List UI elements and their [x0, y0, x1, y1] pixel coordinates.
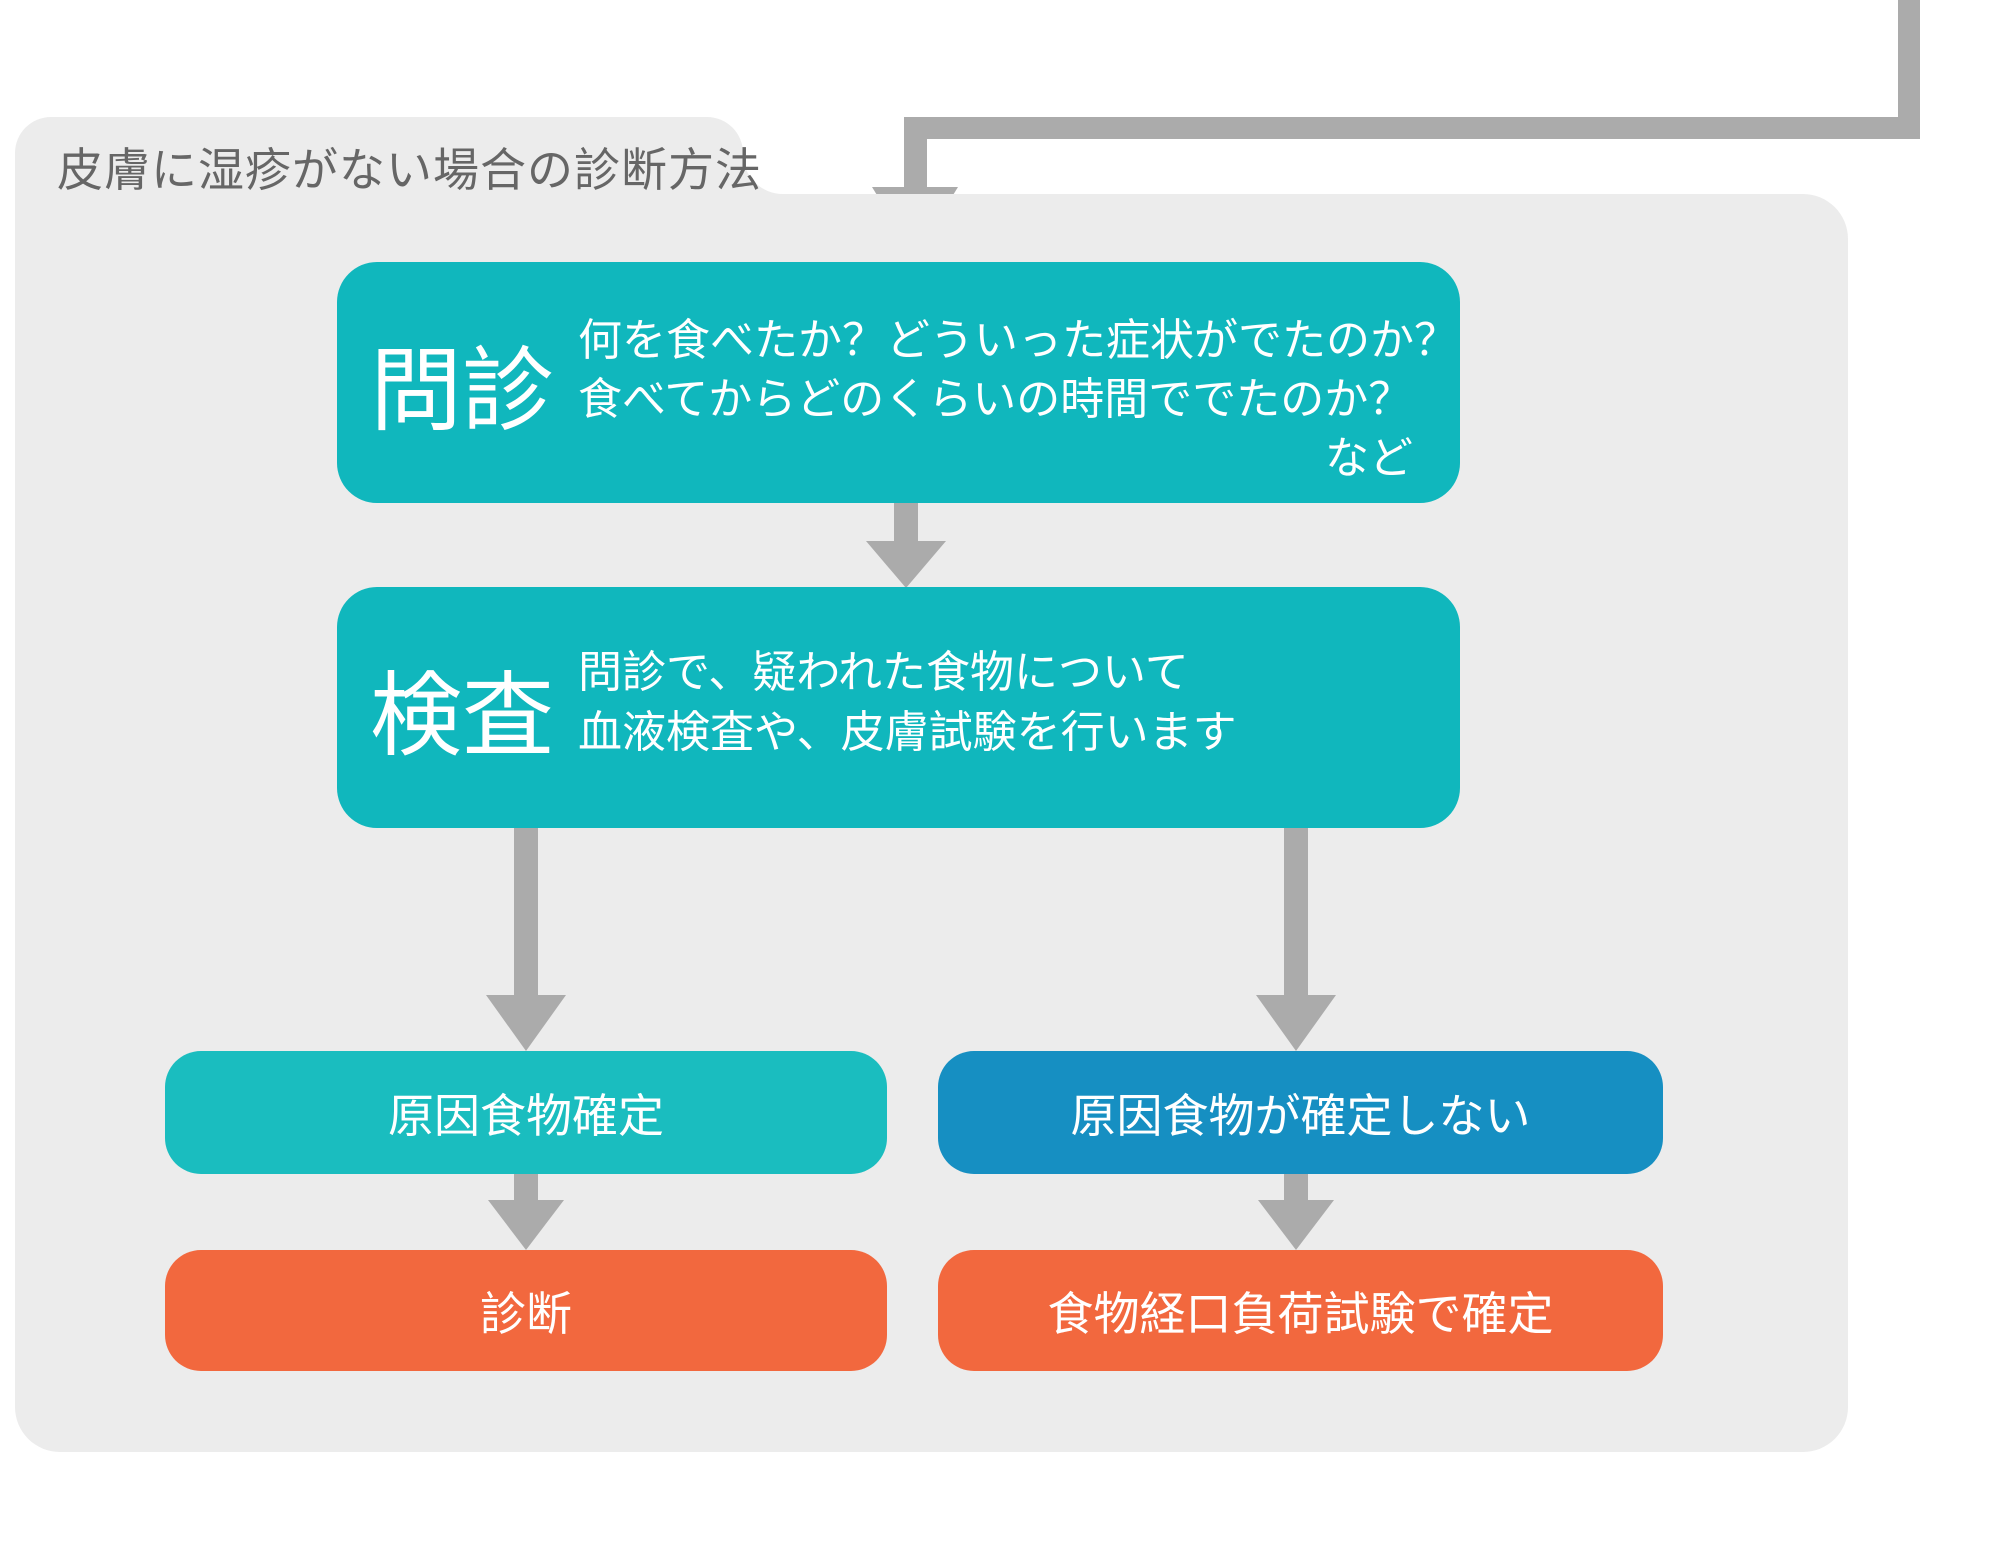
- step-test-line1: 問診で、疑われた食物について: [578, 648, 1189, 697]
- connector-down-stem: [904, 117, 927, 187]
- step-interview-line2: 食べてからどのくらいの時間ででたのか？: [578, 375, 1413, 424]
- step-test-line2: 血液検査や、皮膚試験を行います: [578, 708, 1237, 757]
- arrow-down-icon: [488, 1200, 564, 1250]
- arrow-down-icon: [1258, 1200, 1334, 1250]
- result-challenge-test-pill: 食物経口負荷試験で確定: [938, 1250, 1663, 1371]
- step-test-box: 検査 問診で、疑われた食物について 血液検査や、皮膚試験を行います: [337, 587, 1460, 828]
- arrow-down-icon: [866, 541, 946, 588]
- connector-vertical-bar: [1898, 0, 1920, 139]
- title-chip: [15, 117, 743, 195]
- result-diagnosis-label: 診断: [480, 1287, 572, 1340]
- step-interview-line1: 何を食べたか？どういった症状がでたのか？: [578, 316, 1458, 365]
- outcome-identified-label: 原因食物確定: [388, 1089, 664, 1142]
- result-challenge-test-label: 食物経口負荷試験で確定: [1047, 1287, 1554, 1340]
- outcome-not-identified-label: 原因食物が確定しない: [1070, 1089, 1531, 1142]
- chip-panel-fillet: [743, 154, 783, 194]
- arrow-down-icon: [1256, 995, 1336, 1051]
- outcome-not-identified-pill: 原因食物が確定しない: [938, 1051, 1663, 1174]
- step-test-label: 検査: [370, 665, 555, 767]
- step-test-description: 問診で、疑われた食物について 血液検査や、皮膚試験を行います: [578, 643, 1237, 763]
- step-interview-box: 問診 何を食べたか？どういった症状がでたのか？ 食べてからどのくらいの時間ででた…: [337, 262, 1460, 503]
- step-interview-description: 何を食べたか？どういった症状がでたのか？ 食べてからどのくらいの時間ででたのか？…: [578, 311, 1458, 488]
- step-interview-label: 問診: [370, 340, 555, 442]
- diagram-title: 皮膚に湿疹がない場合の診断方法: [57, 144, 762, 196]
- arrow-down-icon: [486, 995, 566, 1051]
- result-diagnosis-pill: 診断: [165, 1250, 887, 1371]
- connector-horizontal-bar: [905, 117, 1920, 139]
- step-interview-note: など: [1325, 434, 1413, 483]
- outcome-identified-pill: 原因食物確定: [165, 1051, 887, 1174]
